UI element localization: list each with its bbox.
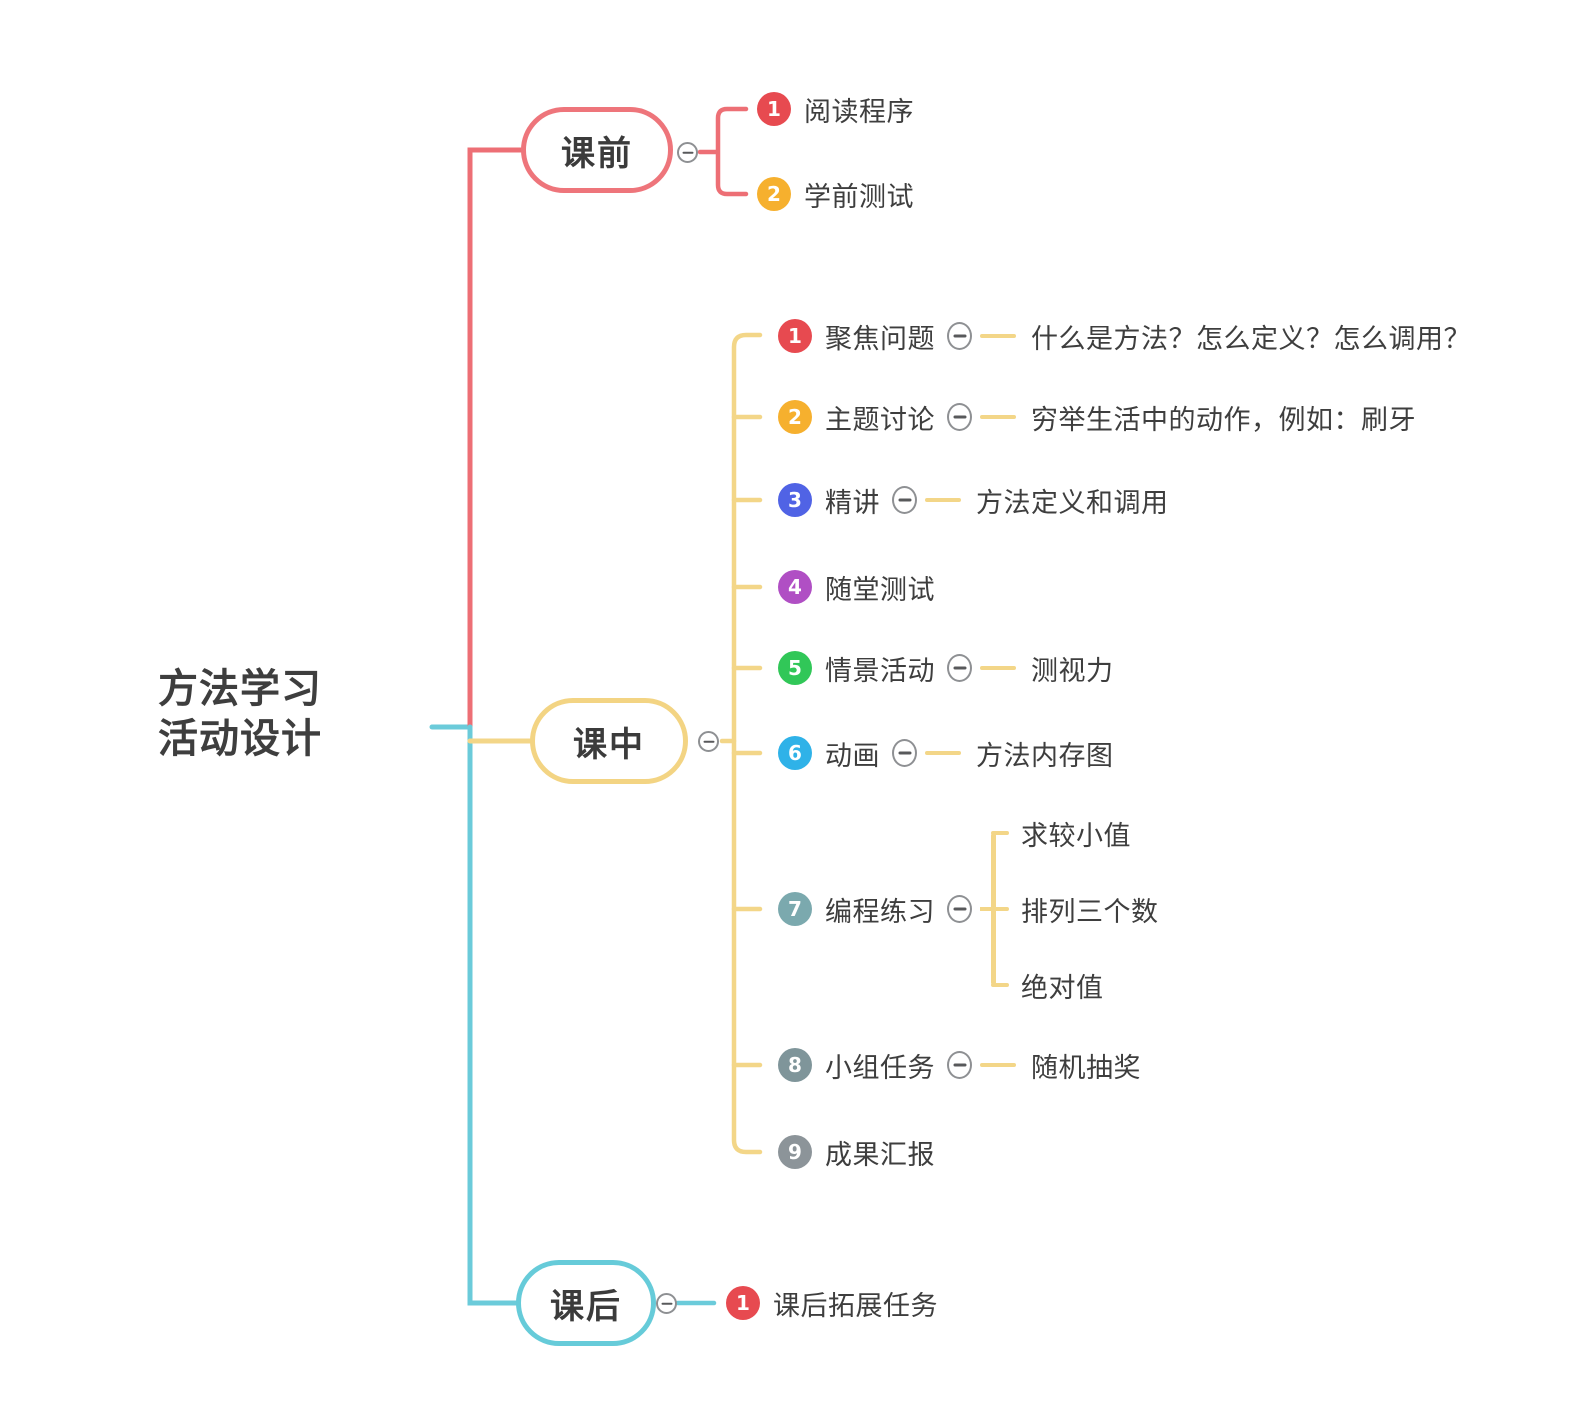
topic-row: 1 阅读程序 (757, 87, 914, 131)
connector-dash (980, 1062, 1016, 1068)
connector-dash (925, 750, 961, 756)
topic-number-badge: 6 (778, 736, 812, 770)
branch-pill-pre-label: 课前 (561, 133, 633, 174)
subtopic-label[interactable]: 方法内存图 (976, 740, 1114, 772)
collapse-minus-icon[interactable] (947, 322, 972, 350)
topic-row: 2 学前测试 (757, 172, 914, 216)
subtopic-group: 求较小值 排列三个数 绝对值 (991, 795, 1159, 1023)
topic-number-badge: 1 (726, 1286, 760, 1320)
topic-number-badge: 4 (778, 570, 812, 604)
topic-row: 5 情景活动 测视力 (778, 646, 1114, 690)
collapse-minus-icon[interactable] (947, 403, 972, 431)
collapse-minus-icon[interactable] (656, 1293, 677, 1314)
topic-label[interactable]: 随堂测试 (825, 574, 935, 606)
topic-label[interactable]: 课后拓展任务 (773, 1290, 938, 1322)
topic-number-badge: 8 (778, 1048, 812, 1082)
topic-row: 9 成果汇报 (778, 1130, 935, 1174)
mid-children-bracket (731, 332, 763, 1155)
collapse-minus-icon[interactable] (892, 739, 917, 767)
topic-label[interactable]: 精讲 (825, 487, 880, 519)
collapse-minus-icon[interactable] (947, 1051, 972, 1079)
pre-children-elbow (697, 106, 749, 197)
topic-row: 4 随堂测试 (778, 565, 935, 609)
root-topic-line1: 方法学习 (158, 666, 322, 712)
topic-label[interactable]: 阅读程序 (804, 96, 914, 128)
trunk-post (467, 724, 519, 1306)
topic-number-badge: 9 (778, 1135, 812, 1169)
connector-stub (991, 982, 1009, 988)
topic-number-badge: 1 (778, 319, 812, 353)
subtopic-label[interactable]: 穷举生活中的动作，例如：刷牙 (1031, 404, 1416, 436)
topic-label[interactable]: 动画 (825, 740, 880, 772)
subtopic-row: 求较小值 (991, 795, 1159, 871)
topic-label[interactable]: 小组任务 (825, 1052, 935, 1084)
root-topic-line2: 活动设计 (158, 716, 322, 762)
subtopic-label[interactable]: 方法定义和调用 (976, 487, 1169, 519)
subtopic-label[interactable]: 排列三个数 (1021, 896, 1159, 928)
connector-dash (980, 333, 1016, 339)
trunk-pre (467, 147, 524, 730)
topic-label[interactable]: 成果汇报 (825, 1139, 935, 1171)
topic-label[interactable]: 聚焦问题 (825, 323, 935, 355)
connector-stub (991, 830, 1009, 836)
connector-link (980, 906, 991, 912)
topic-row: 6 动画 方法内存图 (778, 731, 1114, 775)
collapse-minus-icon[interactable] (698, 731, 719, 752)
subtopic-row: 绝对值 (991, 947, 1159, 1023)
branch-pill-mid-class[interactable]: 课中 (530, 698, 688, 784)
branch-pill-pre-class[interactable]: 课前 (521, 107, 673, 193)
topic-label[interactable]: 学前测试 (804, 181, 914, 213)
topic-row: 2 主题讨论 穷举生活中的动作，例如：刷牙 (778, 395, 1416, 439)
topic-row: 7 编程练习 求较小值 排列三个数 绝对值 (778, 795, 1159, 1023)
topic-number-badge: 3 (778, 483, 812, 517)
topic-row: 8 小组任务 随机抽奖 (778, 1043, 1141, 1087)
subtopic-label[interactable]: 求较小值 (1021, 820, 1131, 852)
topic-row: 3 精讲 方法定义和调用 (778, 478, 1169, 522)
subtopic-label[interactable]: 什么是方法？怎么定义？怎么调用？ (1031, 323, 1471, 355)
topic-row: 1 聚焦问题 什么是方法？怎么定义？怎么调用？ (778, 314, 1471, 358)
connector-stub (991, 906, 1009, 912)
topic-number-badge: 2 (757, 177, 791, 211)
topic-label[interactable]: 主题讨论 (825, 404, 935, 436)
topic-row: 1 课后拓展任务 (726, 1281, 938, 1325)
topic-label[interactable]: 编程练习 (825, 896, 935, 928)
topic-label[interactable]: 情景活动 (825, 655, 935, 687)
collapse-minus-icon[interactable] (892, 486, 917, 514)
topic-number-badge: 2 (778, 400, 812, 434)
subtopic-row: 排列三个数 (991, 871, 1159, 947)
collapse-minus-icon[interactable] (947, 895, 972, 923)
collapse-minus-icon[interactable] (947, 654, 972, 682)
branch-pill-mid-label: 课中 (573, 724, 645, 765)
topic-number-badge: 5 (778, 651, 812, 685)
connector-dash (980, 414, 1016, 420)
connector-dash (980, 665, 1016, 671)
topic-number-badge: 7 (778, 892, 812, 926)
connector-dash (925, 497, 961, 503)
branch-pill-post-class[interactable]: 课后 (516, 1260, 656, 1346)
subtopic-label[interactable]: 测视力 (1031, 655, 1114, 687)
mid-children-stubs (731, 414, 763, 1068)
collapse-minus-icon[interactable] (677, 142, 698, 163)
topic-number-badge: 1 (757, 92, 791, 126)
subtopic-bracket (991, 833, 996, 985)
subtopic-label[interactable]: 随机抽奖 (1031, 1052, 1141, 1084)
branch-pill-post-label: 课后 (550, 1286, 622, 1327)
subtopic-label[interactable]: 绝对值 (1021, 972, 1104, 1004)
root-topic[interactable]: 方法学习 活动设计 (130, 664, 350, 764)
